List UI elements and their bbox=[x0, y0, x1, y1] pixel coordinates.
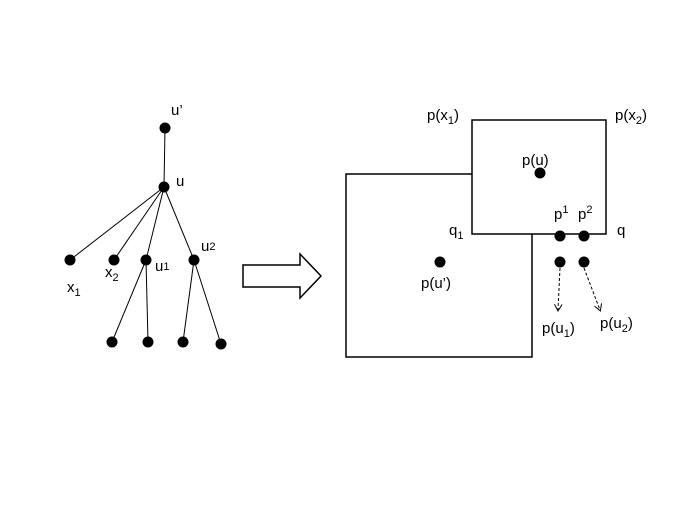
dashed-arrow-to-p-u1 bbox=[558, 267, 560, 310]
point-p1 bbox=[554, 230, 566, 242]
label-u-prime: u’ bbox=[171, 102, 183, 119]
point-p-u-prime bbox=[434, 256, 446, 268]
dashed-arrow-to-p-u2 bbox=[583, 267, 600, 310]
point-p2-lower bbox=[578, 256, 590, 268]
node-x1 bbox=[64, 254, 76, 266]
edge-u-u2 bbox=[163, 186, 195, 261]
point-p1-lower bbox=[554, 256, 566, 268]
edge-u2-leaf4 bbox=[193, 259, 222, 345]
edge-u1-leaf2 bbox=[145, 259, 149, 343]
label-p2: p2 bbox=[578, 204, 592, 223]
edge-u-x1 bbox=[69, 186, 165, 261]
label-p-x2: p(x2) bbox=[615, 107, 647, 127]
region-u-prime bbox=[345, 173, 533, 358]
edge-u1-leaf1 bbox=[111, 259, 147, 343]
node-u2 bbox=[188, 254, 200, 266]
tree-nodes bbox=[64, 122, 227, 350]
leaf-3 bbox=[177, 336, 189, 348]
leaf-2 bbox=[142, 336, 154, 348]
label-p-u2: p(u2) bbox=[600, 315, 633, 335]
label-q: q bbox=[617, 222, 625, 239]
label-x1: x1 bbox=[67, 279, 81, 299]
label-u2: u2 bbox=[201, 238, 215, 255]
label-u1: u1 bbox=[155, 258, 169, 275]
dashed-arrows bbox=[558, 267, 600, 310]
tree bbox=[69, 127, 222, 345]
node-x2 bbox=[108, 254, 120, 266]
leaf-1 bbox=[106, 336, 118, 348]
node-u-prime bbox=[159, 122, 171, 134]
label-p-u-prime: p(u’) bbox=[421, 275, 451, 292]
edge-u-x2 bbox=[113, 186, 165, 261]
label-p1: p1 bbox=[554, 204, 568, 223]
edge-u2-leaf3 bbox=[182, 259, 195, 343]
right-hollow-arrow-icon bbox=[242, 252, 323, 300]
node-u1 bbox=[140, 254, 152, 266]
label-p-u1: p(u1) bbox=[542, 320, 575, 340]
leaf-4 bbox=[215, 338, 227, 350]
node-u bbox=[158, 181, 170, 193]
label-u: u bbox=[176, 173, 184, 190]
embedding-plane bbox=[345, 119, 607, 358]
point-p2 bbox=[578, 230, 590, 242]
label-p-u: p(u) bbox=[522, 152, 549, 169]
plane-points bbox=[434, 167, 590, 268]
label-q1: q1 bbox=[449, 222, 463, 242]
edge-u-u1 bbox=[145, 186, 165, 261]
point-p-u bbox=[534, 167, 546, 179]
label-x2: x2 bbox=[105, 264, 119, 284]
edge-uprime-u bbox=[163, 127, 166, 188]
label-p-x1: p(x1) bbox=[427, 107, 459, 127]
